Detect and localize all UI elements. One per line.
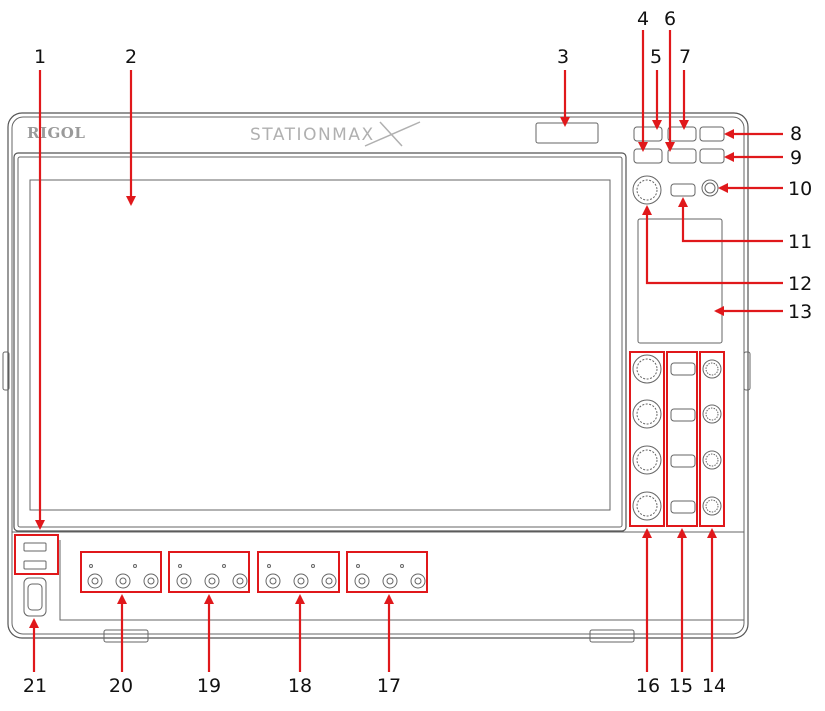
model-suffix: MAX (332, 125, 374, 145)
highlight-group-18 (257, 551, 340, 593)
highlight-group-19 (168, 551, 250, 593)
screen-bezel-inner (17, 156, 623, 528)
callout-17: 17 (377, 675, 401, 697)
callout-arrows (29, 30, 783, 672)
callout-11: 11 (788, 231, 812, 253)
highlight-group-17 (346, 551, 428, 593)
connector-group-19 (176, 564, 248, 589)
connector-group-18 (265, 564, 337, 589)
callout-12: 12 (788, 273, 812, 295)
highlight-group-20 (80, 551, 162, 593)
chassis (2, 112, 751, 643)
power-switch (23, 577, 47, 617)
callout-10: 10 (788, 178, 812, 200)
side-panel-screen (637, 218, 723, 344)
arrow-11 (678, 197, 783, 243)
display-window (535, 122, 599, 144)
offset-knob-column (702, 359, 722, 516)
vertical-knob-3 (632, 445, 662, 475)
button-8 (699, 126, 725, 142)
vertical-knob-2 (632, 399, 662, 429)
callout-19: 19 (197, 675, 221, 697)
offset-knob-1 (702, 359, 722, 379)
right-side-tab (743, 351, 751, 391)
offset-knob-2 (702, 404, 722, 424)
brand-logo: RIGOL (27, 124, 85, 142)
offset-knob-3 (702, 450, 722, 470)
highlight-usb (14, 534, 59, 575)
left-side-tab (2, 351, 10, 391)
callout-1: 1 (34, 46, 46, 68)
model-logo-swoosh (364, 121, 421, 147)
usb-port-2 (23, 560, 47, 570)
button-11 (670, 183, 696, 197)
button-4 (633, 148, 663, 164)
highlight-channel-buttons (666, 351, 698, 527)
connector-group-20 (87, 564, 159, 589)
callout-6: 6 (664, 8, 676, 30)
channel-button-1 (670, 362, 696, 376)
callout-21: 21 (23, 675, 47, 697)
callout-labels: 1 2 3 4 5 6 7 8 9 10 11 12 13 14 15 16 1… (23, 8, 812, 697)
model-prefix: STATION (250, 125, 332, 145)
vertical-knob-column (632, 354, 662, 521)
button-7 (667, 126, 697, 142)
offset-knob-4 (702, 496, 722, 516)
callout-20: 20 (109, 675, 133, 697)
highlight-knob-column (629, 351, 665, 527)
model-logo: STATIONMAX (250, 121, 421, 147)
callout-3: 3 (557, 46, 569, 68)
usb-port-1 (23, 542, 47, 552)
callout-13: 13 (788, 301, 812, 323)
channel-button-column (670, 362, 696, 514)
callout-16: 16 (636, 675, 660, 697)
power-button (701, 179, 719, 197)
left-foot (103, 629, 149, 643)
lower-bay-outline (59, 540, 744, 621)
svg-text:STATIONMAX: STATIONMAX (250, 125, 375, 145)
channel-button-4 (670, 500, 696, 514)
callout-4: 4 (637, 8, 649, 30)
channel-button-2 (670, 408, 696, 422)
multifunction-knob (632, 175, 662, 205)
right-foot (589, 629, 635, 643)
callout-5: 5 (650, 46, 662, 68)
vertical-knob-1 (632, 354, 662, 384)
chassis-outer (7, 112, 749, 639)
button-5 (633, 126, 663, 142)
channel-button-3 (670, 454, 696, 468)
arrow-12 (642, 205, 783, 285)
button-6 (667, 148, 697, 164)
callout-7: 7 (679, 46, 691, 68)
callout-14: 14 (702, 675, 726, 697)
callout-18: 18 (288, 675, 312, 697)
callout-9: 9 (790, 147, 802, 169)
callout-8: 8 (790, 123, 802, 145)
highlight-offset-knobs (699, 351, 725, 527)
vertical-knob-4 (632, 491, 662, 521)
callout-15: 15 (669, 675, 693, 697)
touch-screen (29, 179, 611, 511)
button-9 (699, 148, 725, 164)
screen-bezel (13, 152, 627, 532)
callout-2: 2 (125, 46, 137, 68)
connector-group-17 (354, 564, 426, 589)
